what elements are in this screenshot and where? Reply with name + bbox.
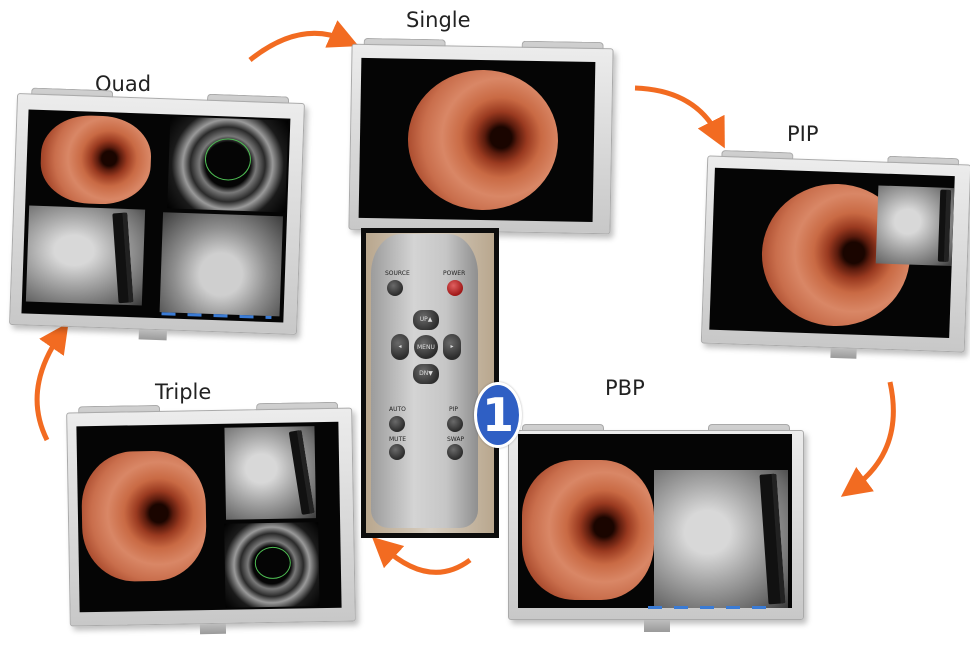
- screen-triple: [76, 422, 341, 613]
- arrow-pbp-to-remote: [383, 547, 470, 572]
- monitor-single: [348, 44, 613, 235]
- arrow-triple-to-quad: [37, 335, 60, 440]
- swap-label: SWAP: [447, 436, 464, 443]
- remote-control: SOURCE POWER UP▲ ◂ MENU ▸ DN▼ AUTO PIP M…: [361, 228, 499, 538]
- xray-image: [160, 212, 283, 316]
- label-triple: Triple: [155, 380, 211, 404]
- step-badge: 1: [474, 382, 522, 448]
- left-button[interactable]: ◂: [391, 334, 409, 360]
- down-button[interactable]: DN▼: [413, 364, 439, 384]
- screen-single: [359, 58, 596, 222]
- pip-button[interactable]: [447, 416, 463, 432]
- endoscopy-image: [522, 460, 654, 600]
- mute-label: MUTE: [389, 436, 406, 443]
- screen-pbp: [518, 434, 792, 608]
- monitor-triple: [66, 408, 356, 627]
- up-button[interactable]: UP▲: [413, 310, 439, 330]
- label-pbp: PBP: [605, 376, 645, 400]
- auto-button[interactable]: [389, 416, 405, 432]
- endoscopy-image: [407, 69, 559, 212]
- endoscopy-image: [81, 450, 207, 582]
- monitor-pbp: [508, 430, 804, 620]
- label-pip: PIP: [787, 122, 819, 146]
- monitor-quad: [9, 93, 305, 335]
- monitor-pip: [701, 155, 970, 352]
- power-button[interactable]: [447, 280, 463, 296]
- source-button[interactable]: [387, 280, 403, 296]
- menu-label: MENU: [417, 344, 435, 351]
- right-button[interactable]: ▸: [443, 334, 461, 360]
- source-label: SOURCE: [385, 270, 410, 277]
- power-label: POWER: [443, 270, 465, 277]
- mute-button[interactable]: [389, 444, 405, 460]
- arrow-pip-to-pbp: [853, 382, 893, 488]
- label-single: Single: [406, 8, 471, 32]
- auto-label: AUTO: [389, 406, 406, 413]
- endoscopy-image: [39, 114, 152, 206]
- screen-quad: [21, 109, 290, 322]
- arrow-single-to-pip: [635, 88, 718, 135]
- arrow-quad-to-single: [250, 33, 345, 60]
- swap-button[interactable]: [447, 444, 463, 460]
- pip-label: PIP: [449, 406, 458, 413]
- screen-pip: [709, 168, 955, 338]
